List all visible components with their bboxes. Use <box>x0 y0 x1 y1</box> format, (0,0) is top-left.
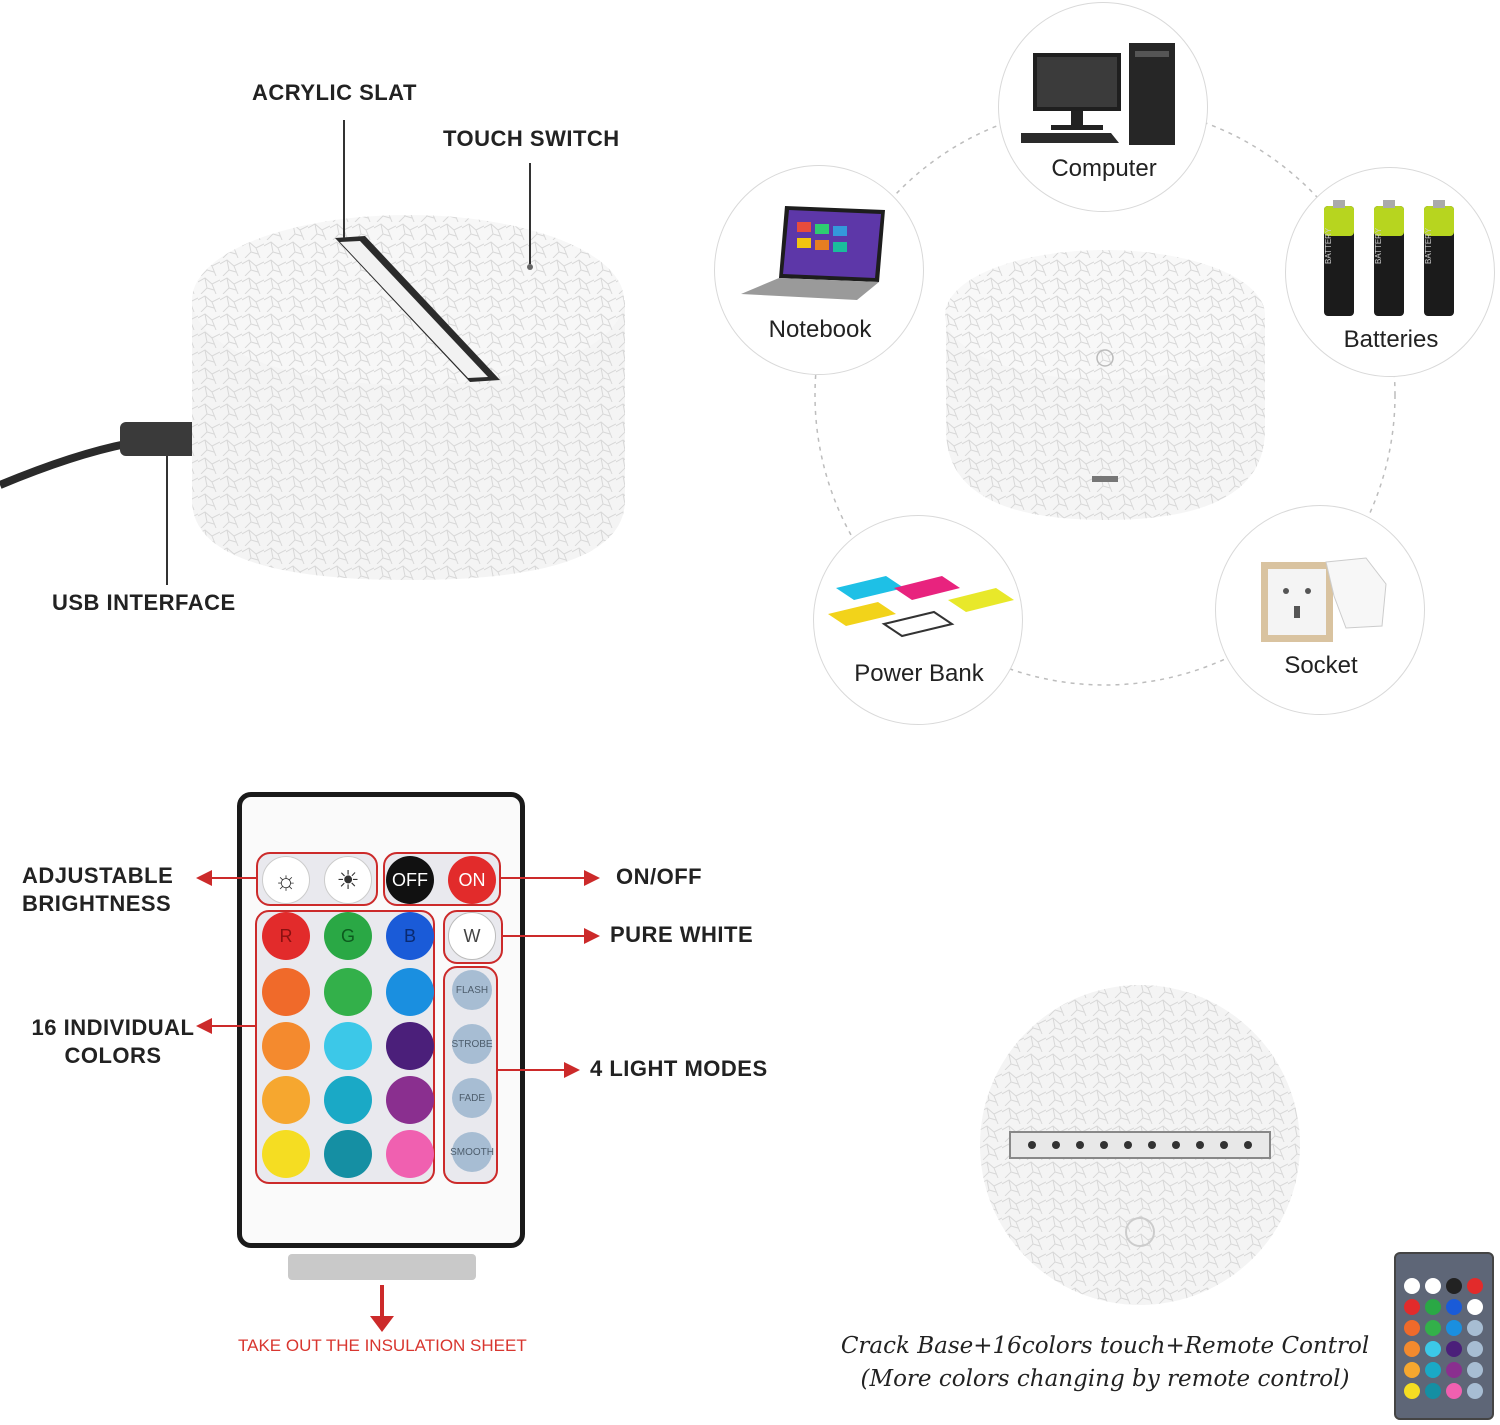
socket-caption: Socket <box>1284 652 1358 679</box>
mini-remote-button <box>1467 1278 1483 1294</box>
usb-interface-label: USB INTERFACE <box>52 590 236 615</box>
sixteen-colors-label: 16 INDIVIDUAL COLORS <box>31 1015 195 1068</box>
notebook-circle: Notebook <box>714 165 924 375</box>
power-bank-circle: Power Bank <box>813 515 1023 725</box>
mini-remote-button <box>1404 1299 1420 1315</box>
color-button-4-3[interactable] <box>386 1130 434 1178</box>
color-button-2-1[interactable] <box>262 1022 310 1070</box>
mini-remote-button <box>1425 1341 1441 1357</box>
on-button-label: ON <box>458 869 486 890</box>
color-button-3-1[interactable] <box>262 1076 310 1124</box>
mini-remote-button <box>1404 1362 1420 1378</box>
light-modes-label: 4 LIGHT MODES <box>590 1056 768 1081</box>
mini-remote-button <box>1467 1320 1483 1336</box>
off-button[interactable]: OFF <box>386 856 434 904</box>
caption-line-2: (More colors changing by remote control) <box>860 1366 1350 1392</box>
b-label: B <box>403 925 416 946</box>
annotation-arrows <box>196 870 600 1332</box>
crack-base-image <box>0 120 625 585</box>
mini-remote-button <box>1467 1299 1483 1315</box>
power-bank-icon <box>828 576 1014 638</box>
power-sources-diagram: Computer Notebook <box>700 0 1500 740</box>
white-button[interactable]: W <box>448 912 496 960</box>
color-button-3-3[interactable] <box>386 1076 434 1124</box>
color-button-2-3[interactable] <box>386 1022 434 1070</box>
pure-white-label: PURE WHITE <box>610 922 754 947</box>
mini-remote-button <box>1425 1320 1441 1336</box>
on-button[interactable]: ON <box>448 856 496 904</box>
mode-button-fade[interactable]: FADE <box>452 1078 492 1118</box>
sun-outline-icon: ☀ <box>336 864 360 895</box>
mini-remote-button <box>1446 1299 1462 1315</box>
mini-remote-button <box>1404 1383 1420 1399</box>
mini-remote-button <box>1446 1362 1462 1378</box>
color-button-1-3[interactable] <box>386 968 434 1016</box>
batteries-icon <box>1324 200 1454 316</box>
green-button[interactable]: G <box>324 912 372 960</box>
computer-caption: Computer <box>1051 155 1157 182</box>
top-view-base-image <box>980 985 1300 1305</box>
mini-remote-button <box>1425 1383 1441 1399</box>
touch-switch-label: TOUCH SWITCH <box>443 126 620 151</box>
center-base-image <box>945 250 1265 520</box>
mini-remote-button <box>1425 1278 1441 1294</box>
brightness-down-button[interactable]: ☀ <box>324 856 372 904</box>
color-button-1-1[interactable] <box>262 968 310 1016</box>
g-label: G <box>340 925 355 946</box>
on-off-label: ON/OFF <box>616 864 703 889</box>
notebook-icon <box>741 206 885 300</box>
mini-remote-button <box>1404 1320 1420 1336</box>
mode-button-flash[interactable]: FLASH <box>452 970 492 1010</box>
caption-line-1: Crack Base+16colors touch+Remote Control <box>840 1333 1370 1359</box>
off-button-label: OFF <box>392 869 428 890</box>
socket-icon <box>1261 557 1387 642</box>
mini-remote-button <box>1404 1278 1420 1294</box>
mode-button-strobe[interactable]: STROBE <box>451 1024 493 1064</box>
mini-remote-button <box>1446 1278 1462 1294</box>
mini-remote-button <box>1404 1341 1420 1357</box>
red-button[interactable]: R <box>262 912 310 960</box>
batteries-caption: Batteries <box>1343 326 1439 353</box>
battery-text-1: BATTERY <box>1324 227 1333 264</box>
dashed-ring <box>814 104 1396 686</box>
socket-circle: Socket <box>1215 505 1425 715</box>
color-button-3-2[interactable] <box>324 1076 372 1124</box>
color-button-2-2[interactable] <box>324 1022 372 1070</box>
mini-remote-button <box>1467 1341 1483 1357</box>
blue-button[interactable]: B <box>386 912 434 960</box>
insulation-sheet <box>288 1254 476 1280</box>
mini-remote-button <box>1425 1362 1441 1378</box>
sun-icon: ☼ <box>274 864 298 895</box>
mini-remote-button <box>1425 1299 1441 1315</box>
color-button-1-2[interactable] <box>324 968 372 1016</box>
battery-text-2: BATTERY <box>1374 227 1383 264</box>
mini-remote-button <box>1446 1341 1462 1357</box>
brightness-up-button[interactable]: ☼ <box>262 856 310 904</box>
top-view-section: Crack Base+16colors touch+Remote Control… <box>800 940 1500 1425</box>
notebook-caption: Notebook <box>768 316 872 343</box>
mini-remote-button <box>1446 1383 1462 1399</box>
mode-button-smooth[interactable]: SMOOTH <box>450 1132 494 1172</box>
mini-remote-button <box>1467 1362 1483 1378</box>
insulation-label: TAKE OUT THE INSULATION SHEET <box>238 1336 527 1355</box>
mini-remote-button <box>1467 1383 1483 1399</box>
mini-remote-button <box>1446 1320 1462 1336</box>
battery-text-3: BATTERY <box>1424 227 1433 264</box>
base-diagram: ACRYLIC SLAT TOUCH SWITCH USB INTERFACE <box>0 60 660 640</box>
power-bank-caption: Power Bank <box>854 660 984 687</box>
computer-icon <box>1021 43 1175 145</box>
color-button-4-2[interactable] <box>324 1130 372 1178</box>
adjustable-brightness-label: ADJUSTABLE BRIGHTNESS <box>22 863 174 916</box>
w-label: W <box>463 925 481 946</box>
batteries-circle: BATTERY BATTERY BATTERY Batteries <box>1285 167 1495 377</box>
computer-circle: Computer <box>998 2 1208 212</box>
acrylic-slat-label: ACRYLIC SLAT <box>252 80 417 105</box>
color-button-4-1[interactable] <box>262 1130 310 1178</box>
remote-diagram: ☼ ☀ OFF ON R G B W FLASH STROBE FADE SMO… <box>0 780 800 1400</box>
r-label: R <box>279 925 293 946</box>
